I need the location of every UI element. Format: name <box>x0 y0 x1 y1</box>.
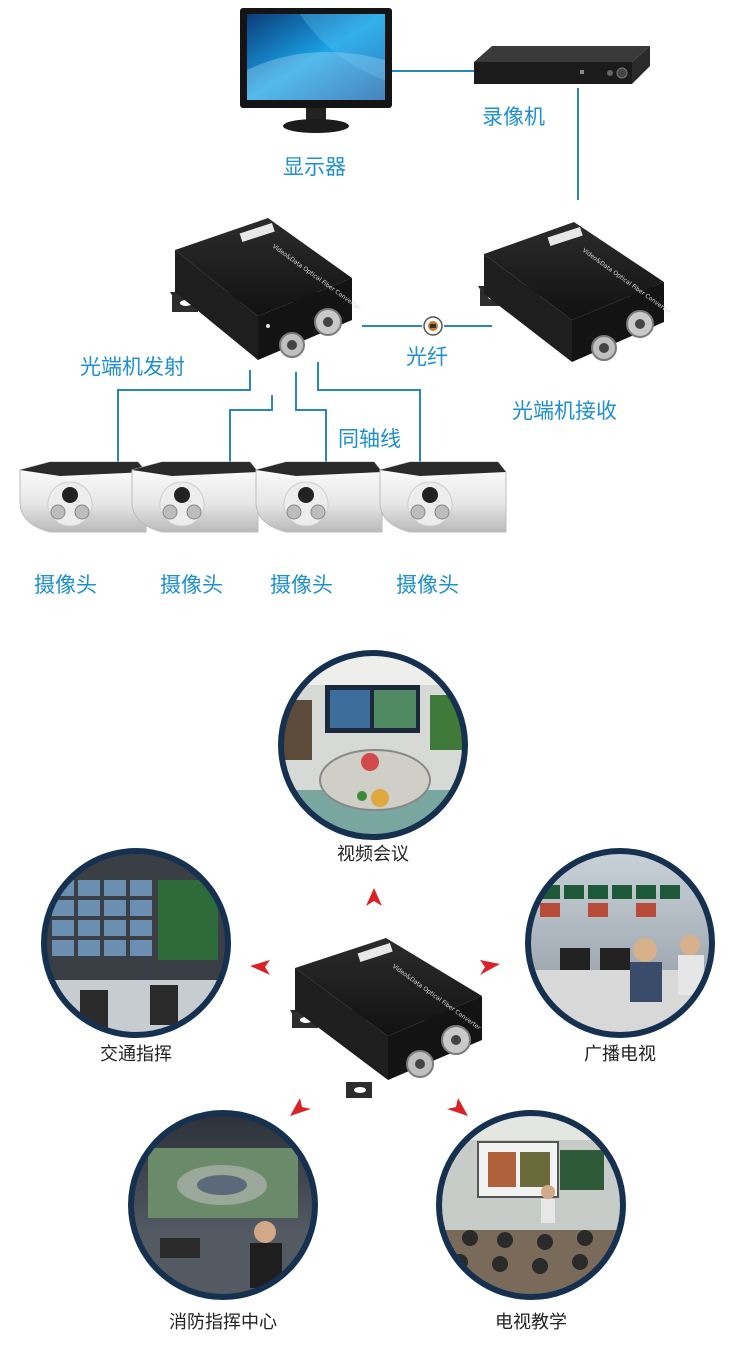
camera-label-2: 摄像头 <box>160 573 223 597</box>
coax-line-3 <box>295 372 327 468</box>
coax-line-4 <box>317 362 421 468</box>
app-label-traffic: 交通指挥 <box>100 1044 172 1065</box>
tv-classroom-photo <box>436 1110 626 1300</box>
app-label-education: 电视教学 <box>495 1312 567 1333</box>
arrow-left-icon <box>250 960 270 975</box>
monitor-label: 显示器 <box>283 155 346 179</box>
arrow-down-right-icon <box>447 1098 468 1116</box>
broadcast-studio-photo <box>525 848 715 1038</box>
recorder-icon <box>474 46 650 84</box>
camera-icon-2 <box>131 461 259 533</box>
receiver-device-icon: Video&Data Optical Fiber Converter <box>478 222 672 362</box>
camera-label-4: 摄像头 <box>396 573 459 597</box>
coax-label: 同轴线 <box>338 427 401 451</box>
app-label-broadcast: 广播电视 <box>584 1044 656 1065</box>
transmitter-label: 光端机发射 <box>80 355 185 379</box>
transmitter-device-icon: Video&Data Optical Fiber Converter <box>170 218 362 360</box>
fire-command-photo <box>128 1110 318 1300</box>
arrow-right-icon <box>480 960 500 975</box>
arrow-up-icon <box>366 888 382 906</box>
arrow-down-left-icon <box>290 1098 311 1116</box>
direction-arrows <box>250 888 500 1116</box>
app-label-fire: 消防指挥中心 <box>169 1312 277 1333</box>
camera-label-1: 摄像头 <box>34 573 97 597</box>
receiver-label: 光端机接收 <box>512 399 617 423</box>
connection-lines <box>117 70 579 468</box>
fiber-connector-icon <box>423 316 443 336</box>
center-device-icon: Video&Data Optical Fiber Converter <box>290 938 482 1098</box>
monitor-icon <box>240 8 392 133</box>
conference-room-photo <box>278 650 468 840</box>
camera-icon-3 <box>255 461 383 533</box>
app-label-conference: 视频会议 <box>337 844 409 865</box>
coax-line-2 <box>229 395 273 468</box>
camera-label-3: 摄像头 <box>270 573 333 597</box>
recorder-label: 录像机 <box>482 105 545 129</box>
traffic-control-photo <box>41 848 231 1038</box>
fiber-label: 光纤 <box>406 345 448 369</box>
coax-line-1 <box>117 370 251 468</box>
camera-icon-4 <box>379 461 507 533</box>
camera-icon-1 <box>19 461 147 533</box>
